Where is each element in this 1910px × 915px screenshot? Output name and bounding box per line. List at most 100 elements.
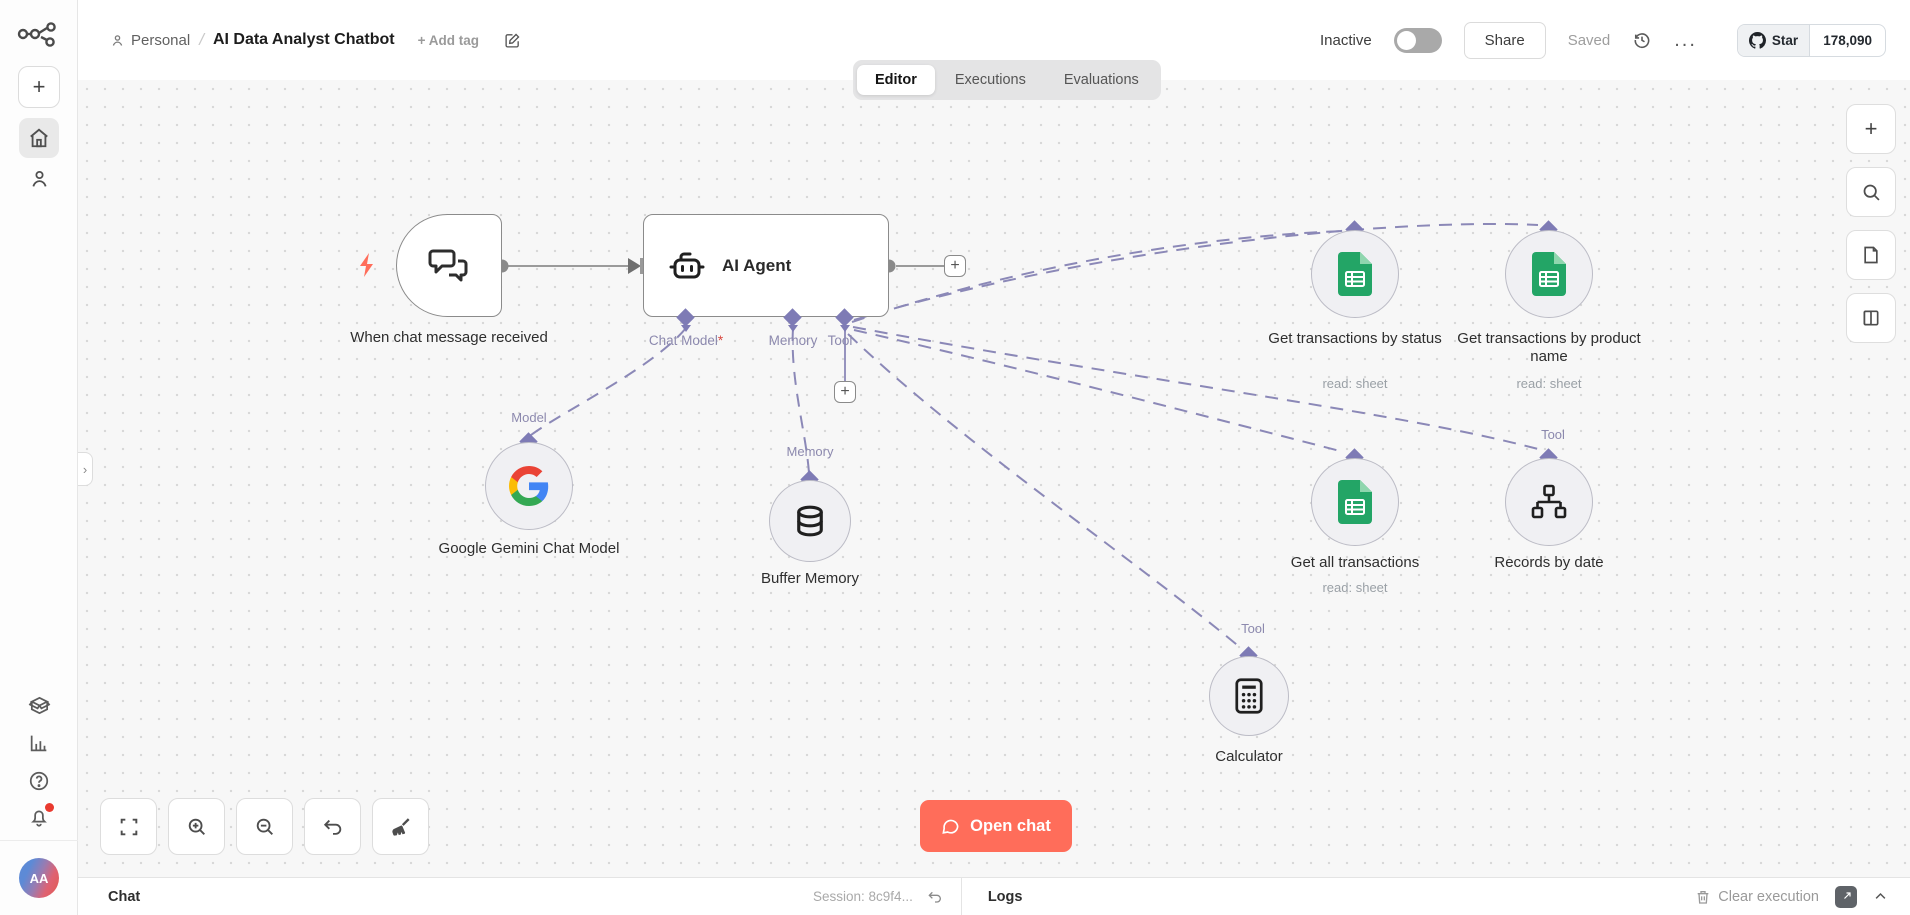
node-calculator[interactable] (1209, 656, 1289, 736)
zoom-in-icon (186, 816, 208, 838)
broom-icon (390, 816, 412, 838)
port-memory-arrow (788, 325, 798, 332)
open-logs-window-button[interactable] (1835, 885, 1857, 908)
view-tabs: Editor Executions Evaluations (853, 60, 1161, 100)
node-buffer-memory[interactable] (769, 480, 851, 562)
sidebar-item-insights[interactable] (19, 726, 59, 760)
port-label-tool-records: Tool (1541, 427, 1565, 442)
required-asterisk: * (717, 333, 724, 348)
panel-icon (1861, 308, 1881, 328)
node-get-transactions-by-status[interactable] (1311, 230, 1399, 318)
zoom-to-fit-button[interactable] (100, 798, 157, 855)
search-icon (1861, 182, 1882, 203)
history-icon[interactable] (1632, 30, 1652, 50)
sidebar-divider (0, 840, 78, 841)
sidebar-item-notifications[interactable] (19, 800, 59, 834)
note-icon (1861, 245, 1881, 265)
node-label: Google Gemini Chat Model (438, 540, 620, 557)
open-chat-button[interactable]: Open chat (920, 800, 1072, 852)
sidebar-item-home[interactable] (19, 118, 59, 158)
robot-icon (666, 247, 708, 285)
workflow-status-label: Inactive (1319, 31, 1372, 49)
github-star-label: Star (1771, 32, 1799, 48)
create-workflow-button[interactable]: + (18, 66, 60, 108)
bell-icon (28, 803, 54, 828)
node-records-by-date[interactable] (1505, 458, 1593, 546)
share-button[interactable]: Share (1463, 21, 1546, 59)
session-id: Session: 8c9f4... (813, 889, 913, 904)
tidy-up-button[interactable] (372, 798, 429, 855)
breadcrumb: Personal / AI Data Analyst Chatbot + Add… (110, 30, 521, 50)
node-subtitle: read: sheet (1322, 376, 1388, 391)
edit-icon[interactable] (504, 32, 521, 49)
google-sheets-icon (1532, 252, 1566, 296)
port-chat-model-arrow (681, 325, 691, 332)
database-icon (792, 503, 828, 539)
workflow-title[interactable]: AI Data Analyst Chatbot (212, 31, 395, 48)
sidebar-collapse-handle[interactable]: › (78, 452, 93, 486)
connection-wires (495, 222, 1539, 650)
clear-execution-button[interactable]: Clear execution (1695, 889, 1819, 905)
node-subtitle: read: sheet (1322, 580, 1388, 595)
top-header: Personal / AI Data Analyst Chatbot + Add… (78, 0, 1910, 80)
tab-evaluations[interactable]: Evaluations (1063, 72, 1139, 88)
sidebar-item-personal[interactable] (19, 158, 59, 198)
fit-view-icon (118, 816, 140, 838)
zoom-in-button[interactable] (168, 798, 225, 855)
github-star-count[interactable]: 178,090 (1823, 32, 1872, 48)
github-icon (1748, 31, 1766, 49)
chat-trigger-icon (426, 245, 472, 287)
node-subtitle: read: sheet (1516, 376, 1582, 391)
node-label: Get all transactions (1290, 554, 1420, 571)
undo-button[interactable] (304, 798, 361, 855)
home-icon (28, 127, 50, 149)
node-ai-agent[interactable]: AI Agent (643, 214, 889, 317)
port-label-model: Model (511, 410, 547, 425)
canvas-right-toolbar: + (1846, 104, 1896, 343)
google-sheets-icon (1338, 480, 1372, 524)
tab-editor[interactable]: Editor (857, 65, 935, 95)
expand-panel-button[interactable] (1873, 889, 1888, 904)
active-toggle[interactable] (1393, 27, 1442, 53)
undo-icon (322, 816, 344, 838)
sticky-note-button[interactable] (1846, 230, 1896, 280)
port-label-tool: Tool (827, 333, 853, 348)
avatar[interactable]: AA (19, 858, 59, 898)
tab-executions[interactable]: Executions (954, 72, 1026, 88)
node-get-all-transactions[interactable] (1311, 458, 1399, 546)
node-label: Calculator (1215, 748, 1283, 765)
add-tag-button[interactable]: + Add tag (417, 32, 479, 48)
saved-status: Saved (1567, 31, 1611, 49)
sidebar-item-templates[interactable] (19, 688, 59, 722)
breadcrumb-project-label: Personal (131, 31, 191, 49)
google-icon (509, 466, 549, 506)
add-node-after-agent-button[interactable]: + (944, 255, 966, 277)
left-sidebar: + (0, 0, 78, 915)
add-tool-button[interactable]: + (834, 381, 856, 403)
reset-session-icon[interactable] (927, 889, 943, 905)
node-label: Get transactions by status (1268, 330, 1442, 347)
workflow-canvas[interactable]: When chat message received AI Agent + Ch… (78, 80, 1910, 877)
breadcrumb-project[interactable]: Personal (110, 32, 190, 49)
node-when-chat-message-received[interactable] (396, 214, 502, 317)
add-node-button[interactable]: + (1846, 104, 1896, 154)
github-star-widget[interactable]: Star 178,090 (1736, 23, 1886, 57)
github-star-button[interactable]: Star (1737, 24, 1811, 56)
bar-chart-icon (28, 732, 50, 754)
port-label-chat-model: Chat Model* (648, 333, 724, 348)
zoom-out-button[interactable] (236, 798, 293, 855)
node-google-gemini-chat-model[interactable] (485, 442, 573, 530)
node-get-transactions-by-product-name[interactable] (1505, 230, 1593, 318)
search-button[interactable] (1846, 167, 1896, 217)
chat-panel-tab[interactable]: Chat (108, 888, 141, 905)
more-menu-button[interactable]: ... (1674, 28, 1697, 51)
breadcrumb-separator: / (199, 30, 204, 49)
logs-panel-button[interactable] (1846, 293, 1896, 343)
sidebar-item-help[interactable] (19, 764, 59, 798)
zoom-out-icon (254, 816, 276, 838)
node-name: AI Agent (722, 255, 792, 275)
calculator-icon (1232, 677, 1266, 715)
logs-panel-tab[interactable]: Logs (987, 888, 1023, 905)
node-label: Records by date (1494, 554, 1604, 571)
